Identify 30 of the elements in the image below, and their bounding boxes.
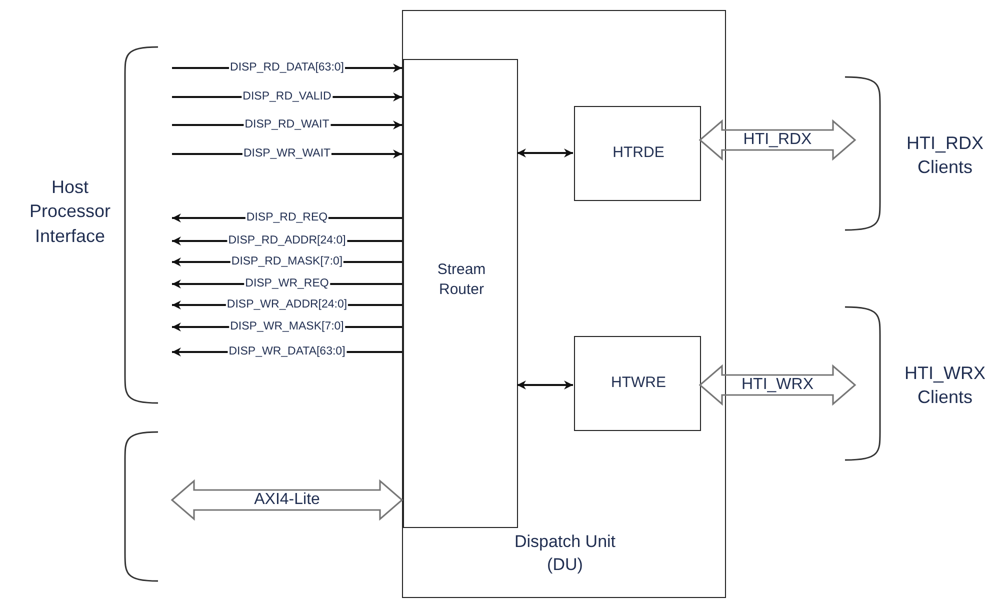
signal-label: DISP_RD_WAIT (244, 118, 330, 132)
signal-label: DISP_WR_ADDR[24:0] (226, 298, 348, 312)
interface-label: HTI_RDX Clients (905, 132, 984, 180)
block-label: HTRDE (612, 143, 666, 163)
signal-label: DISP_RD_MASK[7:0] (230, 256, 344, 268)
block-box (403, 59, 518, 528)
bus-arrow (170, 479, 404, 521)
block-box (574, 336, 701, 431)
signal-label: DISP_RD_REQ (245, 212, 329, 224)
bus-arrow (698, 119, 856, 161)
bus-arrow (698, 364, 856, 406)
signal-label: DISP_WR_MASK[7:0] (229, 320, 345, 334)
bus-label: AXI4-Lite (253, 491, 321, 509)
bus-label: HTI_RDX (742, 131, 813, 149)
signal-label: DISP_WR_REQ (244, 278, 330, 290)
arrow (517, 380, 573, 390)
signal-label: DISP_RD_VALID (242, 90, 332, 104)
interface-label: Host Processor Interface (28, 176, 112, 248)
block-box (574, 106, 701, 201)
block-label: Stream Router (436, 260, 487, 300)
block-label: HTWRE (610, 373, 667, 393)
interface-label: HTI_WRX Clients (904, 362, 986, 410)
bus-label: HTI_WRX (740, 376, 814, 394)
arrow (517, 148, 573, 158)
block-label: Dispatch Unit (DU) (513, 531, 617, 576)
signal-label: DISP_WR_DATA[63:0] (228, 346, 346, 358)
unit-box (402, 10, 726, 598)
signal-label: DISP_RD_ADDR[24:0] (227, 234, 347, 248)
signal-label: DISP_WR_WAIT (242, 148, 332, 160)
signal-label: DISP_RD_DATA[63:0] (229, 62, 345, 74)
